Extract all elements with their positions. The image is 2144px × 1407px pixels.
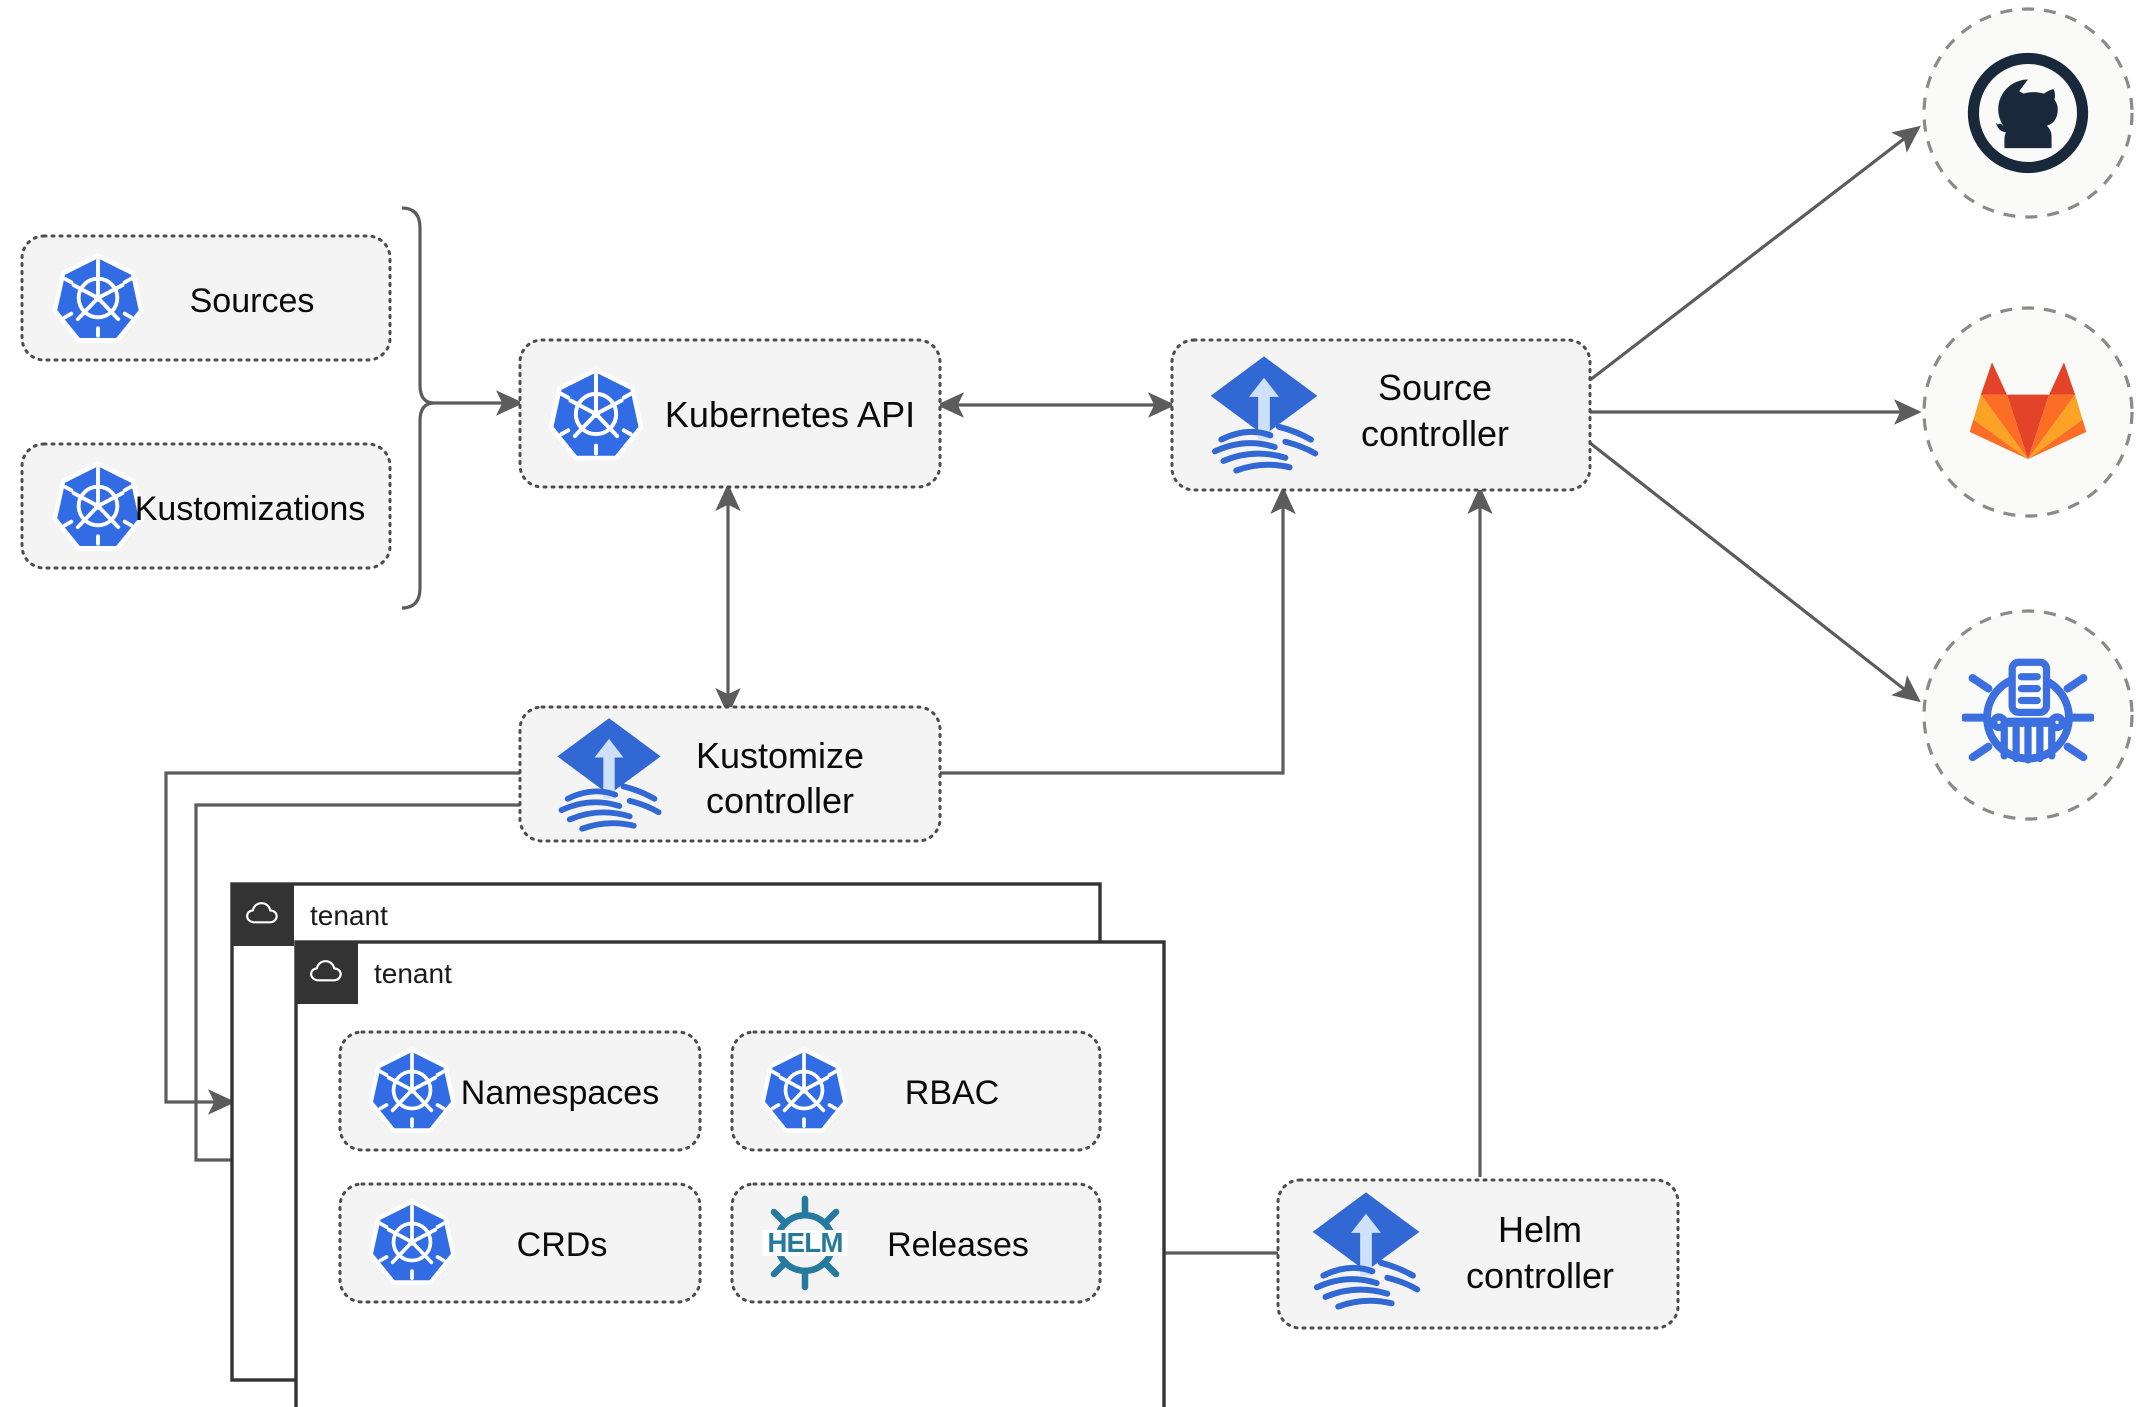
node-crds[interactable]: CRDs: [338, 1182, 702, 1304]
kubernetes-icon: [371, 1202, 454, 1283]
tenant-front[interactable]: tenant: [294, 940, 1166, 1407]
kubernetes-icon: [763, 1050, 846, 1131]
node-github[interactable]: [1922, 7, 2134, 219]
tenant-back-label: tenant: [310, 900, 388, 931]
node-source-controller[interactable]: Source controller: [1170, 338, 1592, 492]
node-releases-box: [730, 1182, 1102, 1304]
kubernetes-icon: [551, 370, 641, 458]
node-rbac[interactable]: RBAC: [730, 1030, 1102, 1152]
node-sources-label: Sources: [190, 282, 315, 320]
node-namespaces[interactable]: Namespaces: [338, 1030, 702, 1152]
node-source-controller-label-line1: Source: [1378, 367, 1492, 408]
node-sources[interactable]: Sources: [20, 234, 392, 362]
node-kustomize-controller-label-line2: controller: [706, 780, 854, 821]
kubernetes-icon: [55, 464, 141, 549]
node-releases[interactable]: Releases: [730, 1182, 1102, 1304]
edge-resources-brace: [401, 206, 435, 610]
edge-source-controller-registry: [1589, 441, 1921, 703]
kubernetes-icon: [371, 1050, 454, 1131]
edge-kustomize-controller-tenant-back: [164, 771, 520, 1115]
kubernetes-icon: [55, 256, 141, 341]
node-kustomizations[interactable]: Kustomizations: [20, 442, 392, 570]
node-rbac-label: RBAC: [905, 1074, 999, 1112]
tenant-front-label: tenant: [374, 958, 452, 989]
node-kubernetes-api[interactable]: Kubernetes API: [518, 338, 942, 489]
node-kustomizations-label: Kustomizations: [135, 490, 366, 528]
tenant-back-header: [232, 884, 294, 946]
node-releases-label: Releases: [887, 1226, 1029, 1264]
helm-icon: [763, 1199, 848, 1287]
node-helm-controller-label-line1: Helm: [1498, 1209, 1582, 1250]
node-namespaces-label: Namespaces: [461, 1074, 659, 1112]
node-kustomize-controller-label-line1: Kustomize: [696, 735, 864, 776]
node-registry[interactable]: [1922, 609, 2134, 821]
node-source-controller-label-line2: controller: [1361, 413, 1509, 454]
node-helm-controller[interactable]: Helm controller: [1276, 1178, 1680, 1330]
edge-kustomize-controller-source-controller: [940, 486, 1296, 775]
edge-source-controller-github: [1589, 125, 1921, 382]
node-kubernetes-api-label: Kubernetes API: [665, 394, 915, 435]
tenant-front-header: [296, 942, 358, 1004]
node-gitlab[interactable]: [1922, 306, 2134, 518]
edge-layer: [164, 125, 1922, 1266]
tenant-front-frame: [294, 940, 1166, 1407]
node-kustomize-controller[interactable]: Kustomize controller: [518, 705, 942, 843]
node-crds-label: CRDs: [517, 1226, 608, 1264]
node-helm-controller-label-line2: controller: [1466, 1255, 1614, 1296]
